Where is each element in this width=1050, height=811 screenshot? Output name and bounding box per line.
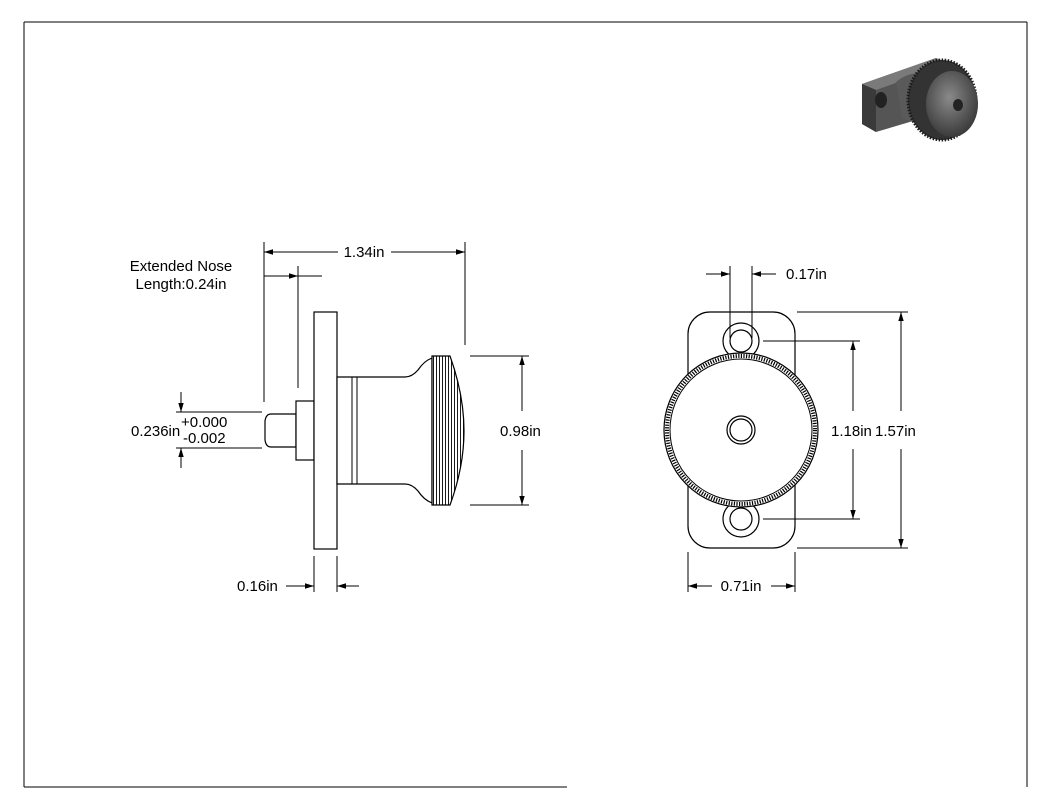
dim-hole-spacing: 1.18in [763,340,872,520]
dim-overall-length: 1.34in [263,242,466,402]
pin-diameter-label: 0.236in [131,423,180,440]
render-hole [875,92,887,108]
flange-height-label: 1.57in [875,423,916,440]
dim-extended-nose: Extended Nose Length:0.24in [130,258,322,388]
dim-pin-diameter: 0.236in +0.000 -0.002 [131,392,262,468]
pin-shape [264,400,315,461]
side-view: 1.34in Extended Nose Length:0.24in 0.236… [130,242,541,595]
dim-knob-diameter: 0.98in [470,355,541,506]
flange-thickness-label: 0.16in [237,578,278,595]
knob-diameter-label: 0.98in [500,423,541,440]
nose-length-label-line2: Length:0.24in [136,276,227,293]
render-knob-face [926,71,978,137]
overall-length-label: 1.34in [344,244,385,261]
knob-side-shape [431,355,465,506]
front-view: 0.17in 1.18in 1.57in 0.71in [663,266,916,595]
tolerance-plus-label: +0.000 [181,414,227,431]
body-side-shape [336,357,433,504]
render-center-bore [953,99,963,111]
isometric-render [862,58,978,142]
drawing-frame [23,21,1028,788]
hole-diameter-label: 0.17in [786,266,827,283]
tolerance-minus-label: -0.002 [183,430,226,447]
dim-flange-width: 0.71in [687,552,796,595]
dim-hole-diameter: 0.17in [706,266,827,338]
hole-spacing-label: 1.18in [831,423,872,440]
flange-width-label: 0.71in [721,578,762,595]
mounting-hole-bottom [722,500,760,538]
center-bore [726,415,756,445]
dim-flange-height: 1.57in [797,311,916,549]
dim-flange-thickness: 0.16in [237,556,359,595]
nose-length-label-line1: Extended Nose [130,258,233,275]
flange-side-shape [313,311,338,550]
